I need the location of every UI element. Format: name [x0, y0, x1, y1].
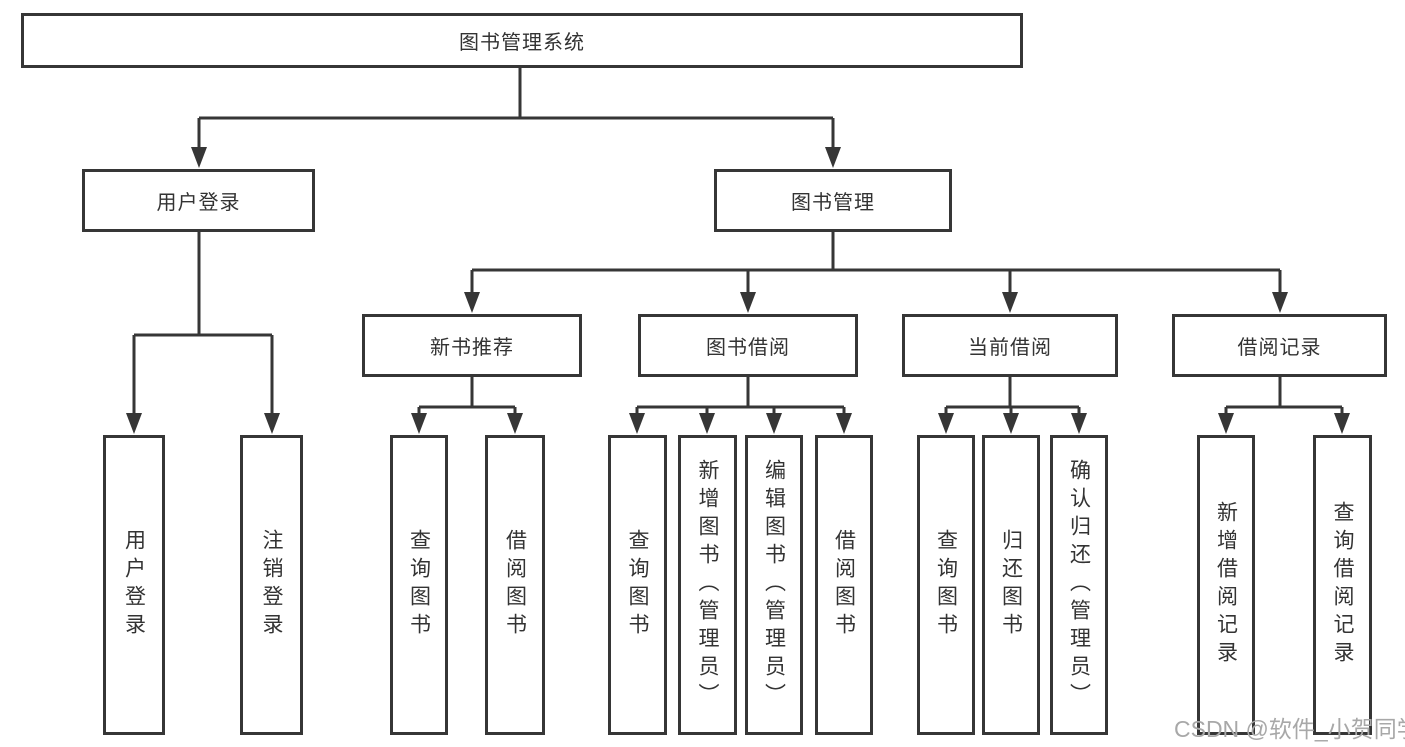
connector-shafts [132, 68, 1344, 418]
node-label: 归还图书 [999, 529, 1023, 641]
node-label: 查询借阅记录 [1331, 501, 1354, 669]
node-label: 借阅记录 [1237, 337, 1322, 359]
node-label: 用户登录 [156, 192, 241, 214]
node-label: 新增图书（管理员） [696, 459, 719, 711]
node-label: 查询图书 [407, 529, 431, 641]
leaf-query-books-current: 查询图书 [917, 435, 975, 735]
leaf-borrow-books: 借阅图书 [815, 435, 873, 735]
node-label: 图书管理 [791, 192, 875, 214]
leaf-query-books-recommend: 查询图书 [390, 435, 448, 735]
node-label: 确认归还（管理员） [1067, 459, 1091, 711]
node-book-borrow: 图书借阅 [638, 314, 858, 377]
node-label: 新书推荐 [430, 337, 514, 359]
node-label: 新增借阅记录 [1214, 501, 1238, 669]
node-borrow-records: 借阅记录 [1172, 314, 1387, 377]
leaf-edit-book-admin: 编辑图书（管理员） [745, 435, 803, 735]
leaf-logout: 注销登录 [240, 435, 303, 735]
node-root: 图书管理系统 [21, 13, 1023, 68]
leaf-query-books-borrow: 查询图书 [608, 435, 667, 735]
node-label: 查询图书 [626, 529, 649, 641]
node-label: 编辑图书（管理员） [762, 459, 786, 711]
node-label: 借阅图书 [503, 529, 527, 641]
node-book-management: 图书管理 [714, 169, 952, 232]
node-new-book-recommend: 新书推荐 [362, 314, 582, 377]
node-label: 查询图书 [934, 529, 958, 641]
leaf-query-borrow-record: 查询借阅记录 [1313, 435, 1372, 735]
node-current-borrow: 当前借阅 [902, 314, 1118, 377]
watermark: CSDN @软件_小贺同学 [1174, 716, 1405, 742]
leaf-add-book-admin: 新增图书（管理员） [678, 435, 737, 735]
node-label: 借阅图书 [832, 529, 856, 641]
leaf-add-borrow-record: 新增借阅记录 [1197, 435, 1255, 735]
leaf-return-books: 归还图书 [982, 435, 1040, 735]
leaf-confirm-return-admin: 确认归还（管理员） [1050, 435, 1108, 735]
node-label: 图书管理系统 [459, 32, 585, 54]
leaf-borrow-books-recommend: 借阅图书 [485, 435, 545, 735]
node-label: 注销登录 [260, 529, 283, 641]
node-label: 图书借阅 [706, 337, 790, 359]
node-user-login: 用户登录 [82, 169, 315, 232]
node-label: 用户登录 [122, 529, 146, 641]
node-label: 当前借阅 [968, 337, 1052, 359]
leaf-user-login: 用户登录 [103, 435, 165, 735]
